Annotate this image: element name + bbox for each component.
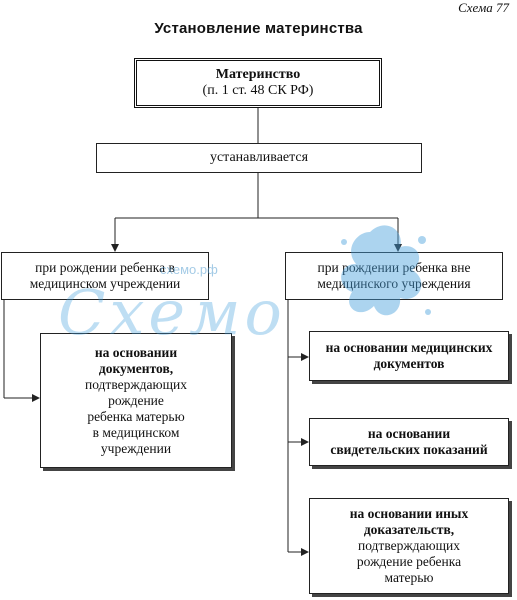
left-branch-line1: при рождении ребенка в	[35, 260, 175, 275]
maternity-box: Материнство (п. 1 ст. 48 СК РФ)	[134, 58, 382, 108]
left-branch-box: при рождении ребенка в медицинском учреж…	[1, 252, 209, 300]
medical-documents-line2: документов	[373, 356, 445, 371]
left-basis-line6: в медицинском	[92, 424, 180, 440]
other-evidence-line4: рождение ребенка	[356, 554, 462, 569]
left-basis-line3: подтверждающих	[84, 376, 188, 392]
left-basis-line4: рождение	[108, 392, 164, 408]
left-basis-line7: учреждении	[100, 440, 172, 456]
other-evidence-box: на основании иных доказательств, подтвер…	[309, 498, 509, 594]
watermark-logo: Схемо	[58, 276, 286, 349]
left-basis-box: на основании документов, подтверждающих …	[40, 333, 232, 468]
other-evidence-line5: матерью	[384, 570, 434, 585]
witness-testimony-line1: на основании	[367, 426, 451, 441]
established-box: устанавливается	[96, 143, 422, 173]
other-evidence-line2: доказательств,	[363, 522, 455, 537]
medical-documents-line1: на основании медицинских	[325, 340, 493, 355]
scheme-number: Схема 77	[458, 0, 509, 15]
right-branch-line2: медицинского учреждения	[317, 276, 471, 291]
witness-testimony-line2: свидетельских показаний	[330, 442, 488, 457]
diagram-title: Установление материнства	[154, 20, 363, 37]
maternity-legal-reference: (п. 1 ст. 48 СК РФ)	[202, 83, 314, 98]
right-branch-line1: при рождении ребенка вне	[317, 260, 471, 275]
left-basis-line5: ребенка матерью	[87, 408, 185, 424]
other-evidence-line1: на основании иных	[349, 506, 469, 521]
medical-documents-box: на основании медицинских документов	[309, 331, 509, 381]
watermark-splash-icon	[341, 225, 431, 316]
established-label: устанавливается	[209, 150, 309, 165]
watermark-url: схемо.рф	[160, 262, 218, 277]
right-branch-box: при рождении ребенка вне медицинского уч…	[285, 252, 503, 300]
left-basis-line1: на основании	[94, 344, 178, 360]
witness-testimony-box: на основании свидетельских показаний	[309, 418, 509, 466]
left-branch-line2: медицинском учреждении	[29, 276, 181, 291]
other-evidence-line3: подтверждающих	[357, 538, 461, 553]
left-basis-line2: документов,	[98, 360, 174, 376]
maternity-title: Материнство	[215, 67, 301, 82]
